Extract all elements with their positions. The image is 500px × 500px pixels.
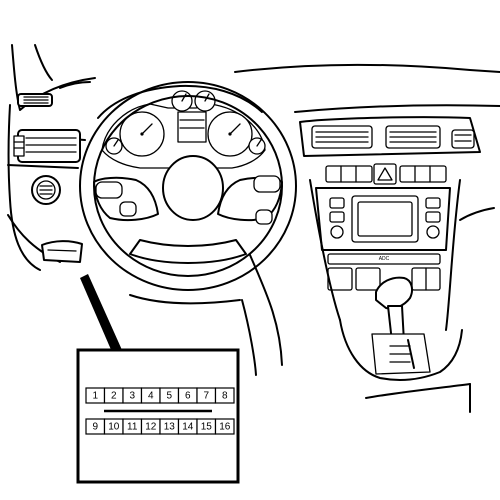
pin-number: 15 bbox=[201, 422, 213, 433]
left-air-vent bbox=[13, 129, 81, 163]
pin-number: 12 bbox=[145, 422, 157, 433]
adc-button-label: ADC bbox=[379, 256, 390, 262]
side-defrost-vent bbox=[17, 93, 53, 107]
pin-number: 5 bbox=[166, 391, 172, 402]
connector-pin-9: 9 bbox=[85, 418, 106, 435]
pin-number: 8 bbox=[222, 391, 228, 402]
climate-control-panel: ADC bbox=[327, 253, 441, 291]
connector-pin-14: 14 bbox=[177, 418, 198, 435]
connector-bottom-row: 9 10 11 12 13 14 15 16 bbox=[85, 418, 235, 435]
pin-number: 7 bbox=[203, 391, 209, 402]
connector-pin-13: 13 bbox=[159, 418, 180, 435]
connector-pin-16: 16 bbox=[214, 418, 235, 435]
connector-top-row: 1 2 3 4 5 6 7 8 bbox=[85, 387, 235, 404]
lower-left-panel bbox=[41, 240, 83, 263]
pin-number: 3 bbox=[129, 391, 135, 402]
pin-cell bbox=[214, 418, 235, 435]
steering-column bbox=[129, 254, 283, 376]
hazard-switch-row bbox=[325, 163, 447, 185]
connector-pin-15: 15 bbox=[196, 418, 217, 435]
instrument-cluster bbox=[97, 84, 266, 169]
pin-number: 6 bbox=[185, 391, 191, 402]
connector-pin-2: 2 bbox=[103, 387, 124, 404]
pin-number: 16 bbox=[219, 422, 231, 433]
pin-cell bbox=[214, 387, 235, 404]
connector-pin-1: 1 bbox=[85, 387, 106, 404]
light-switch-knob bbox=[31, 175, 61, 205]
connector-pin-11: 11 bbox=[122, 418, 143, 435]
pin-number: 1 bbox=[92, 391, 98, 402]
pin-number: 9 bbox=[92, 422, 98, 433]
lower-console bbox=[365, 207, 495, 413]
connector-pin-8: 8 bbox=[214, 387, 235, 404]
pin-number: 13 bbox=[164, 422, 176, 433]
connector-pin-10: 10 bbox=[103, 418, 124, 435]
connector-pin-12: 12 bbox=[140, 418, 161, 435]
pin-number: 4 bbox=[148, 391, 154, 402]
hazard-icon bbox=[377, 167, 393, 181]
connector-pin-4: 4 bbox=[140, 387, 161, 404]
pin-number: 14 bbox=[182, 422, 194, 433]
center-air-vents bbox=[299, 116, 481, 157]
pin-number: 11 bbox=[127, 422, 138, 433]
gear-lever bbox=[309, 179, 463, 381]
steering-wheel bbox=[79, 81, 297, 291]
connector-pin-3: 3 bbox=[122, 387, 143, 404]
pin-number: 2 bbox=[111, 391, 117, 402]
pin-number: 10 bbox=[108, 422, 120, 433]
connector-location-pointer bbox=[80, 274, 122, 352]
connector-pin-6: 6 bbox=[177, 387, 198, 404]
infotainment-unit bbox=[315, 187, 451, 251]
connector-pin-5: 5 bbox=[159, 387, 180, 404]
connector-pin-7: 7 bbox=[196, 387, 217, 404]
